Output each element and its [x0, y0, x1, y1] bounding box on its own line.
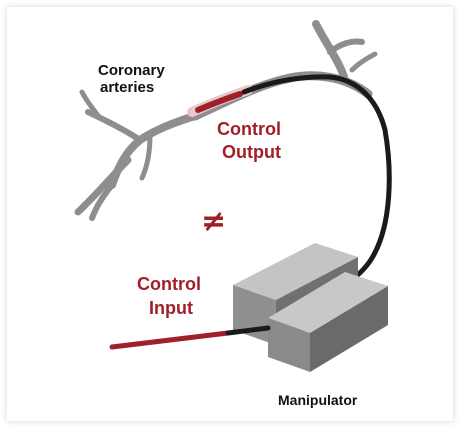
manipulator-front-side [310, 286, 388, 372]
artery-branch-top-right-2 [327, 38, 365, 55]
manipulator-front-top [268, 272, 388, 333]
control-input-line [109, 330, 231, 350]
artery-left-segment [108, 112, 199, 189]
artery-left-mid [139, 132, 153, 181]
coronary-label-line1: Coronary [98, 62, 165, 79]
manipulator-device [233, 243, 388, 372]
catheter-line [241, 74, 392, 309]
artery-left-upper [85, 109, 143, 143]
control-output-label-line1: Control [217, 119, 281, 139]
control-input-label-line2: Input [149, 298, 193, 318]
artery-left-lower-2 [89, 182, 115, 221]
coronary-label-line2: arteries [100, 79, 154, 96]
manipulator-label: Manipulator [278, 392, 358, 408]
manipulator-back-top [233, 243, 358, 300]
input-connector [225, 325, 271, 336]
control-input-label-line1: Control [137, 274, 201, 294]
not-equal-icon: ≠ [201, 204, 226, 239]
manipulator-front-front [268, 318, 310, 372]
artery-left-lower [74, 156, 132, 216]
control-output-segment [195, 91, 243, 113]
artery-left-upper-2 [79, 89, 103, 121]
diagram-frame [7, 7, 453, 421]
control-output-label-line2: Output [222, 142, 281, 162]
artery-branch-top-right-3 [349, 51, 378, 73]
